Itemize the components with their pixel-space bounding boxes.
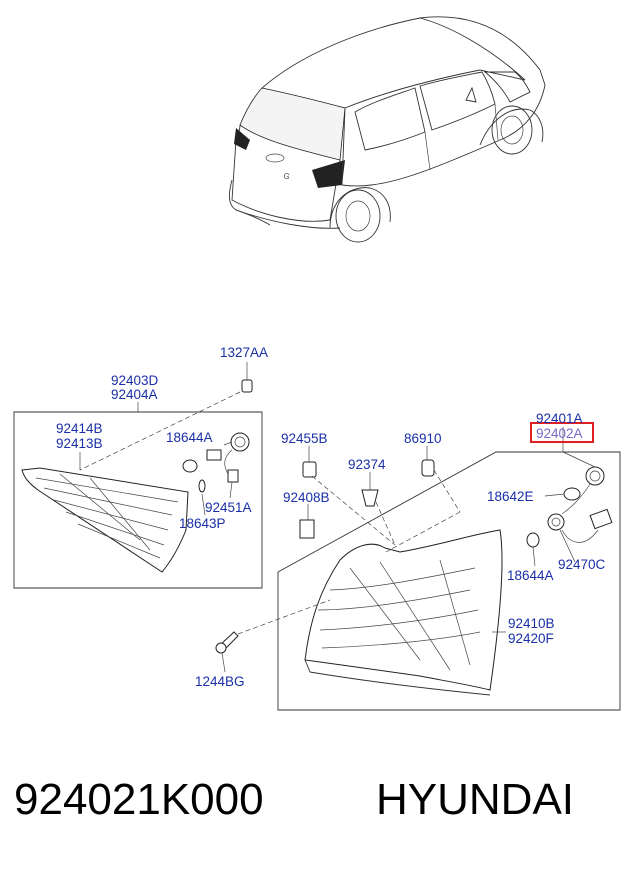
label-18644A-left[interactable]: 18644A [166,430,213,445]
label-92374[interactable]: 92374 [348,457,386,472]
vehicle-illustration: G [228,16,546,243]
brand-text: HYUNDAI [376,775,575,824]
label-1244BG[interactable]: 1244BG [195,674,245,689]
label-18643P[interactable]: 18643P [179,516,226,531]
label-92455B[interactable]: 92455B [281,431,328,446]
label-92470C[interactable]: 92470C [558,557,606,572]
label-92451A[interactable]: 92451A [205,500,252,515]
loose-parts [215,379,435,654]
label-92413B[interactable]: 92413B [56,436,103,451]
label-92401A[interactable]: 92401A [536,411,583,426]
label-92403D[interactable]: 92403D [111,373,159,388]
label-92404A[interactable]: 92404A [111,387,158,402]
label-92420F[interactable]: 92420F [508,631,554,646]
label-18644A-right[interactable]: 18644A [507,568,554,583]
leader-lines [79,362,596,673]
outer-lamp-box [277,451,621,711]
label-92414B[interactable]: 92414B [56,421,103,436]
label-86910[interactable]: 86910 [404,431,442,446]
label-92410B[interactable]: 92410B [508,616,555,631]
highlight-box [530,422,594,443]
part-labels: 1327AA 92403D 92404A 92414B 92413B 18644… [56,345,606,689]
inner-lamp-box [13,411,263,589]
part-number-text: 924021K000 [14,775,264,824]
label-18642E[interactable]: 18642E [487,489,534,504]
label-92408B[interactable]: 92408B [283,490,330,505]
label-1327AA[interactable]: 1327AA [220,345,268,360]
svg-text:G: G [283,171,291,181]
label-92402A[interactable]: 92402A [536,426,583,441]
